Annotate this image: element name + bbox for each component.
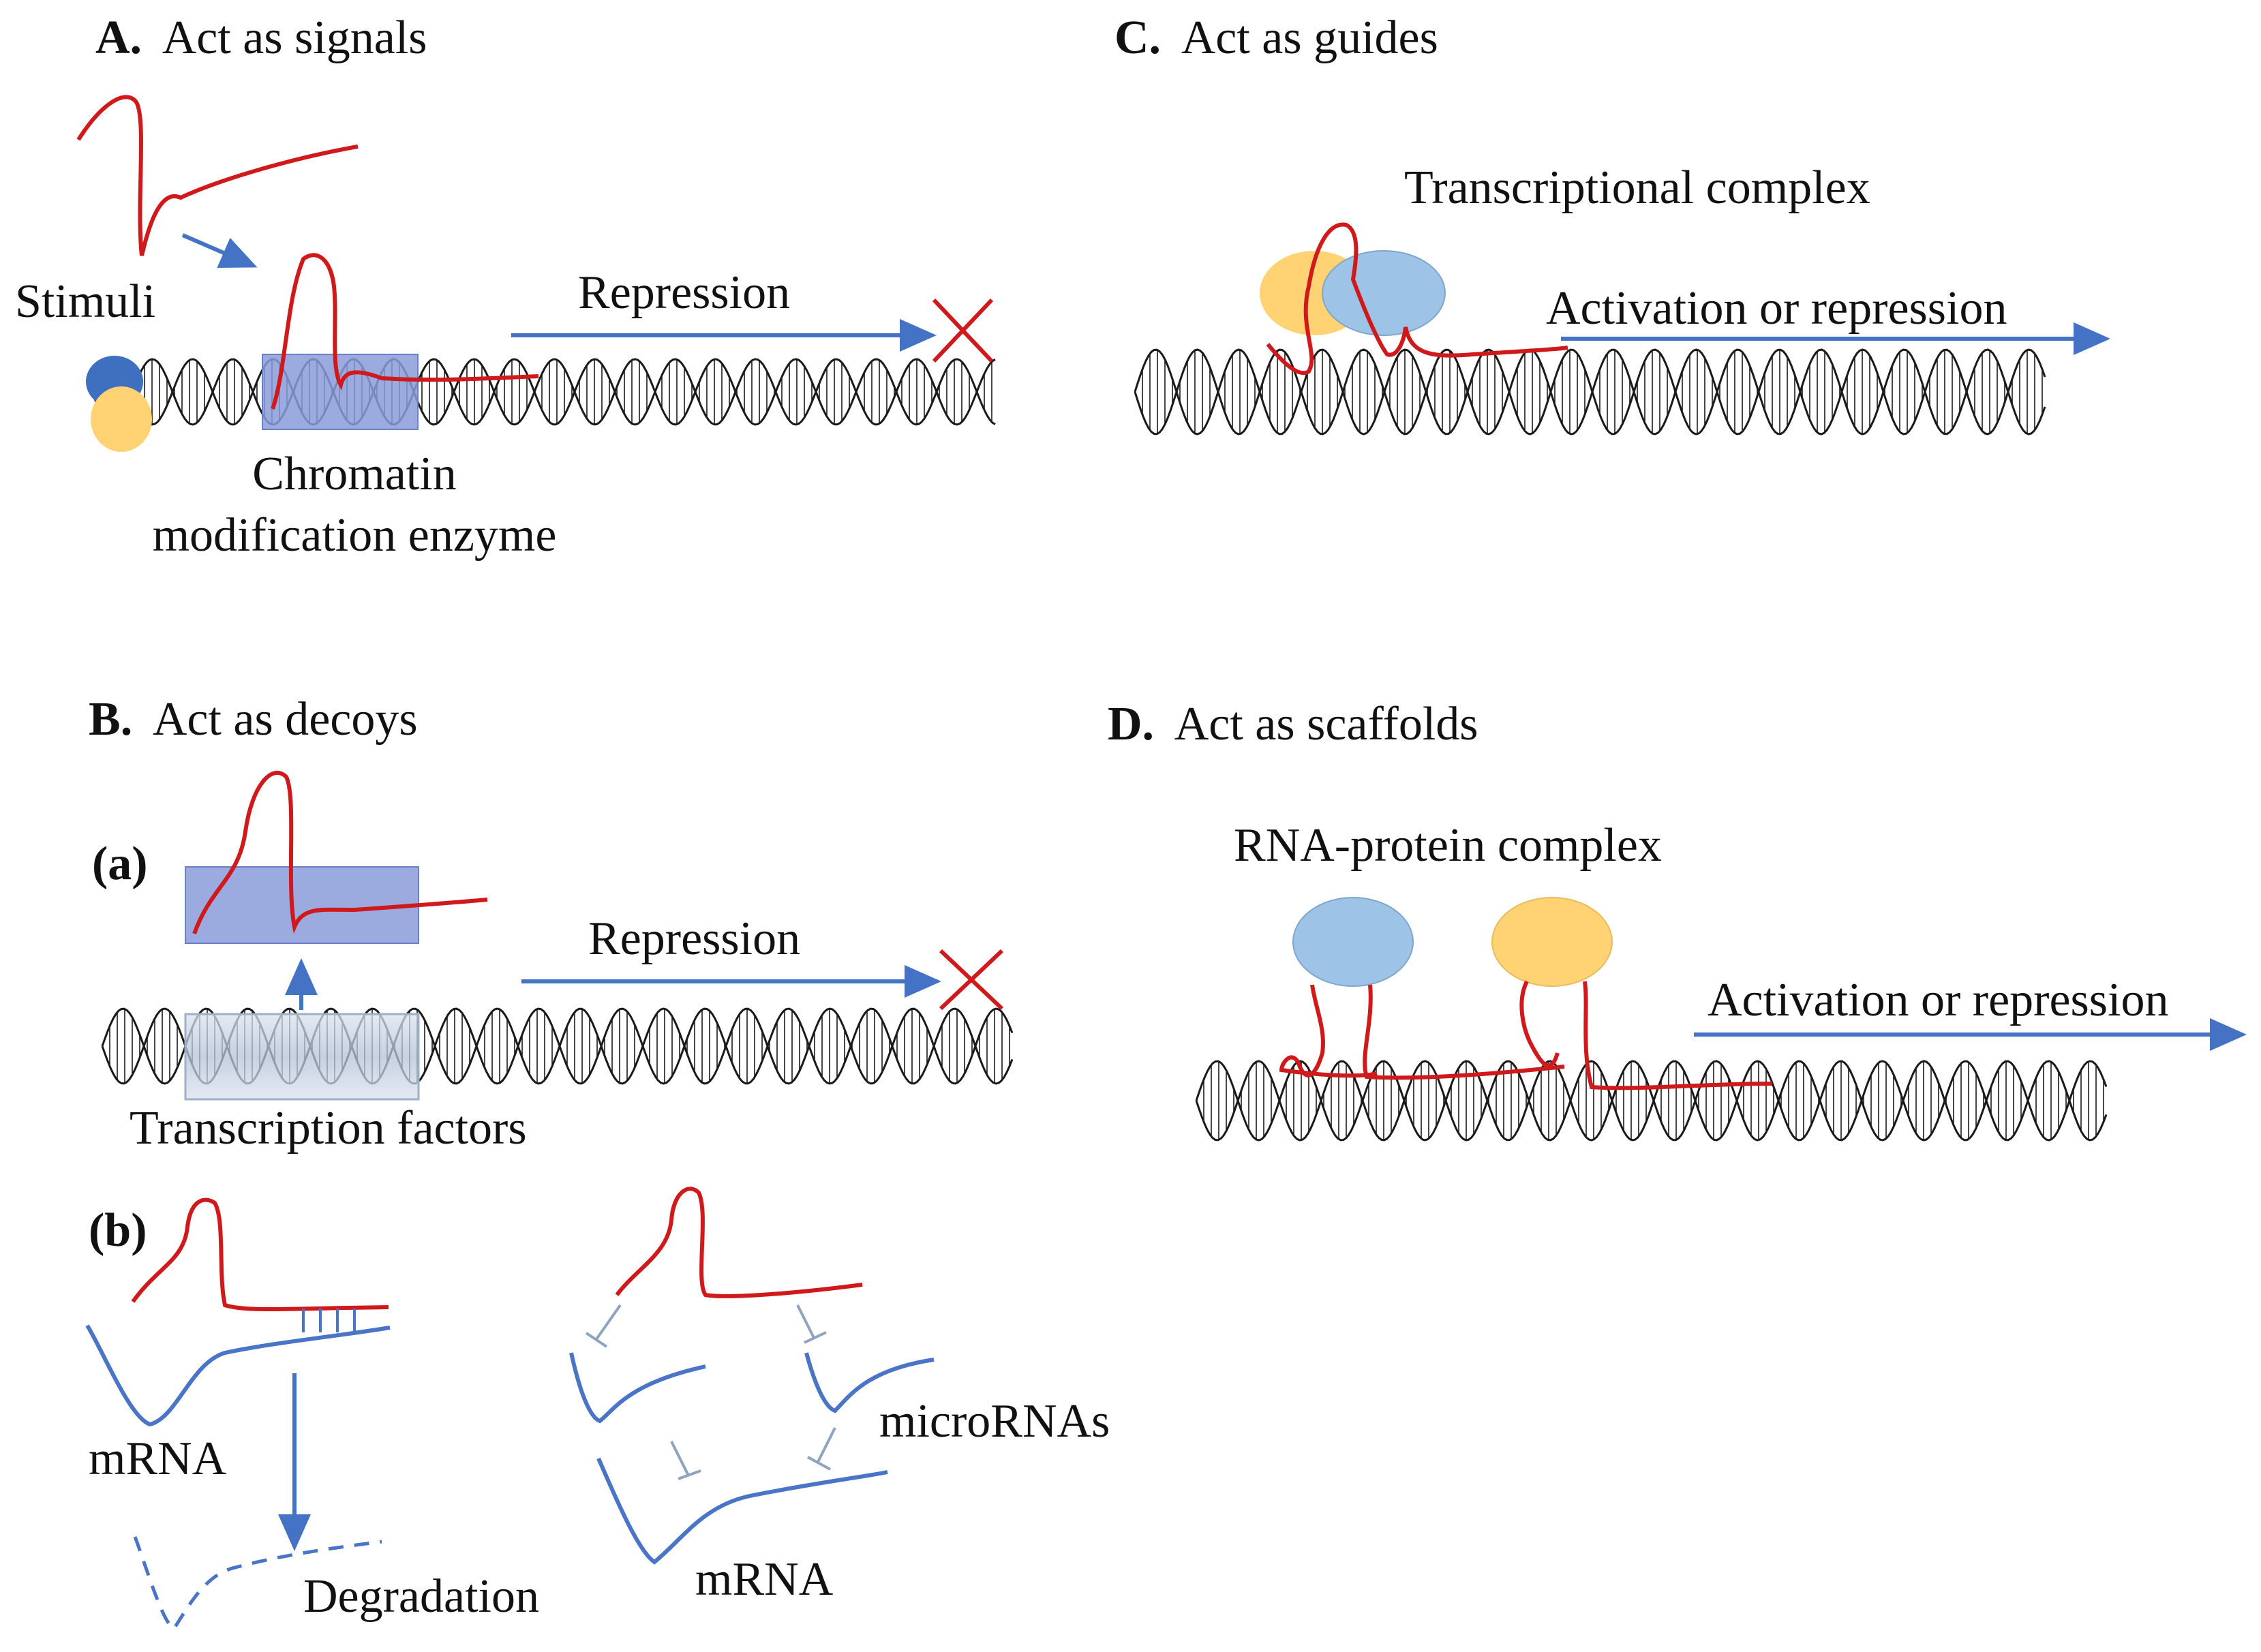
repression-label-a: Repression: [578, 266, 790, 319]
activation-label-d: Activation or repression: [1708, 974, 2168, 1026]
panel-a-letter: A.: [95, 12, 142, 64]
repression-x-b: [939, 949, 1004, 1011]
dna-strand: [101, 1007, 1014, 1085]
scaffold-lncrna: [1279, 980, 1773, 1090]
panel-b: B. Act as decoys (a) Repression Transcri…: [85, 693, 1110, 1632]
tf-binding-site: [184, 1013, 420, 1101]
svg-text:C. Act as guides: C. Act as guides: [1114, 12, 1438, 64]
micrornas-label: microRNAs: [879, 1395, 1110, 1448]
panel-c-letter: C.: [1114, 12, 1161, 64]
panel-b-letter: B.: [89, 693, 132, 746]
blue-protein-c: [1322, 250, 1446, 336]
stimuli-label: Stimuli: [15, 275, 155, 328]
dna-helix-a: [91, 358, 996, 426]
sponge-lncrna-right: [615, 1187, 863, 1298]
chromatin-enzyme-box: [262, 354, 419, 430]
panel-b-title: Act as decoys: [153, 693, 418, 746]
repression-x-a: [932, 298, 994, 363]
microrna-1: [569, 1352, 706, 1424]
transcriptional-complex-label: Transcriptional complex: [1404, 162, 1870, 214]
rna-protein-complex-label: RNA-protein complex: [1234, 819, 1662, 872]
enzyme-label-line1: Chromatin: [252, 448, 456, 500]
blue-protein-d: [1292, 897, 1414, 987]
inhibition-marks: [585, 1304, 836, 1480]
signal-lncrna: [76, 95, 359, 256]
dna-helix-d: [1195, 1060, 2108, 1142]
target-mrna-right: [596, 1457, 888, 1565]
repression-label-b: Repression: [588, 913, 800, 965]
decoy-tf-box: [185, 866, 419, 944]
activation-label-c: Activation or repression: [1546, 282, 2007, 335]
enzyme-label-line2: modification enzyme: [153, 509, 557, 562]
microrna-2: [804, 1352, 935, 1413]
tf-label: Transcription factors: [130, 1102, 527, 1154]
target-mrna-left: [85, 1324, 391, 1427]
dna-strand: [1134, 348, 2046, 435]
guide-lncrna: [1266, 222, 1568, 376]
dna-helix-c: [1134, 348, 2046, 435]
panel-d-letter: D.: [1108, 698, 1154, 750]
stimuli-arrow: [181, 233, 258, 268]
base-pairing-ticks: [302, 1309, 356, 1332]
degraded-mrna: [133, 1536, 382, 1632]
panel-a: A. Act as signals Stimuli Repression Chr…: [15, 12, 996, 562]
panel-d-title: Act as scaffolds: [1174, 698, 1478, 750]
dna-strand: [91, 358, 996, 426]
svg-text:D. Act as scaffolds: D. Act as scaffolds: [1108, 698, 1478, 750]
decoy-lncrna-a: [192, 771, 488, 935]
panel-a-title: Act as signals: [162, 12, 427, 64]
dna-strand: [1134, 348, 2046, 435]
dna-strand: [1195, 1060, 2108, 1142]
panel-c: C. Act as guides Transcriptional complex…: [1114, 12, 2110, 435]
sub-label-b: (b): [89, 1204, 147, 1257]
mrna-label-left: mRNA: [89, 1433, 227, 1485]
sponge-lncrna: [131, 1197, 389, 1312]
dna-strand: [91, 358, 996, 426]
dna-strand: [1195, 1060, 2108, 1142]
panel-c-title: Act as guides: [1181, 12, 1438, 64]
yellow-protein: [91, 386, 152, 452]
bound-lncrna: [271, 253, 539, 410]
panel-d: D. Act as scaffolds RNA-protein complex …: [1108, 698, 2247, 1142]
mrna-label-right: mRNA: [695, 1553, 834, 1606]
yellow-protein-d: [1491, 897, 1613, 987]
sub-label-a: (a): [92, 838, 148, 890]
svg-text:B. Act as decoys: B. Act as decoys: [89, 693, 418, 746]
svg-text:A. Act as signals: A. Act as signals: [95, 12, 427, 64]
degradation-label: Degradation: [303, 1570, 539, 1623]
